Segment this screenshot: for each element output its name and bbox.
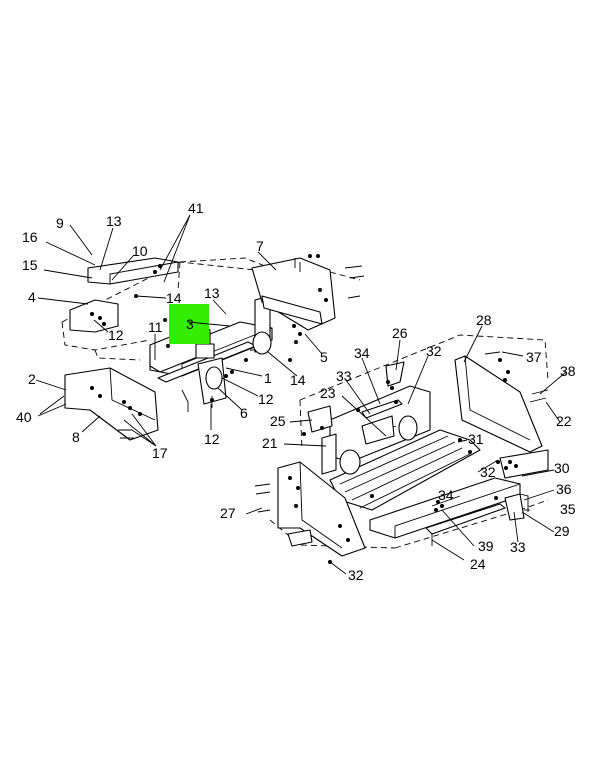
center-upright xyxy=(321,433,337,475)
callout-16: 16 xyxy=(22,229,38,245)
callout-33-lower: 33 xyxy=(510,539,526,555)
callout-29: 29 xyxy=(554,523,570,539)
highlight-box[interactable] xyxy=(169,304,209,344)
callout-4: 4 xyxy=(28,289,36,305)
callout-3[interactable]: 3 xyxy=(186,316,194,332)
wall-opening-left xyxy=(339,449,361,475)
callout-39: 39 xyxy=(478,538,494,554)
callout-33-upper: 33 xyxy=(336,368,352,384)
callout-12-bottom: 12 xyxy=(204,431,220,447)
callout-13-top: 13 xyxy=(106,213,122,229)
lower-channel xyxy=(425,503,506,535)
callout-2: 2 xyxy=(28,371,36,387)
callout-41: 41 xyxy=(188,200,204,216)
callout-11: 11 xyxy=(148,319,163,335)
callout-32-upper: 32 xyxy=(426,343,442,359)
upper-mount-plate xyxy=(179,254,365,362)
callout-27: 27 xyxy=(220,505,236,521)
callout-30: 30 xyxy=(554,460,570,476)
crossbar-23 xyxy=(361,415,395,445)
callout-36: 36 xyxy=(556,481,572,497)
callout-22: 22 xyxy=(556,413,572,429)
callout-5: 5 xyxy=(320,349,328,365)
leader-lines xyxy=(35,214,567,575)
callout-35: 35 xyxy=(560,501,576,517)
clip-block xyxy=(195,343,215,359)
callout-9: 9 xyxy=(56,215,64,231)
callout-10: 10 xyxy=(132,243,148,259)
callout-6: 6 xyxy=(240,405,248,421)
callout-32-mid: 32 xyxy=(480,464,496,480)
callout-15: 15 xyxy=(22,257,38,273)
callout-14-lower: 14 xyxy=(290,372,306,388)
pivot-hole xyxy=(205,366,223,390)
callout-34-upper: 34 xyxy=(354,345,370,361)
callout-7: 7 xyxy=(256,238,264,254)
mount-rail xyxy=(261,295,323,325)
callout-23: 23 xyxy=(320,385,336,401)
wall-opening-right xyxy=(398,415,418,441)
left-side-plate xyxy=(64,367,159,441)
callout-26: 26 xyxy=(392,325,408,341)
end-bracket xyxy=(499,449,549,479)
latch-bracket xyxy=(504,493,525,521)
callout-25: 25 xyxy=(270,413,286,429)
callout-31: 31 xyxy=(468,431,484,447)
callout-14-upper: 14 xyxy=(166,290,182,306)
front-side-plate xyxy=(277,461,366,557)
callout-12-left: 12 xyxy=(108,327,124,343)
support-clip xyxy=(307,405,333,433)
callout-40: 40 xyxy=(16,409,32,425)
upper-crossbar xyxy=(87,257,179,285)
callout-8: 8 xyxy=(72,429,80,445)
callout-28: 28 xyxy=(476,312,492,328)
right-assembly-outline xyxy=(269,334,549,549)
callout-37: 37 xyxy=(526,349,542,365)
callout-21: 21 xyxy=(262,435,278,451)
callout-13-mid: 13 xyxy=(204,285,220,301)
callout-1: 1 xyxy=(264,370,272,386)
callout-24: 24 xyxy=(470,556,486,572)
callout-32-bottom: 32 xyxy=(348,567,364,583)
right-frame-assembly xyxy=(254,334,549,564)
callout-labels: 41 9 13 16 10 15 4 14 13 3 12 11 7 5 14 … xyxy=(16,200,576,583)
front-foot xyxy=(287,529,313,547)
callout-38: 38 xyxy=(560,363,576,379)
bearing-ring xyxy=(252,331,272,355)
callout-17: 17 xyxy=(152,445,168,461)
callout-34-lower: 34 xyxy=(438,487,454,503)
callout-12-mid: 12 xyxy=(258,391,274,407)
hook-bracket xyxy=(385,361,405,387)
